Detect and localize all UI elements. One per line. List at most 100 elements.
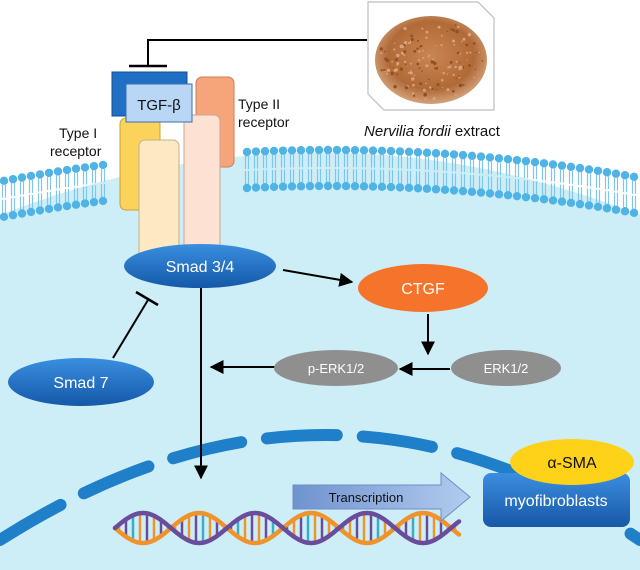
powder-speckle — [434, 66, 439, 70]
powder-speckle — [396, 64, 398, 66]
lipid-head — [584, 165, 594, 174]
transcription-label: Transcription — [329, 490, 404, 505]
powder-speckle — [421, 70, 423, 72]
lipid-head — [260, 183, 270, 192]
lipid-head — [440, 149, 450, 159]
powder-speckle — [403, 50, 407, 54]
powder-speckle — [391, 73, 393, 76]
lipid-head — [431, 185, 441, 194]
powder-speckle — [456, 51, 460, 55]
lipid-head — [539, 159, 549, 168]
powder-speckle — [454, 24, 457, 26]
lipid-bilayer-membrane — [0, 145, 639, 222]
lipid-head — [575, 163, 585, 173]
lipid-head — [494, 190, 504, 199]
powder-speckle — [452, 39, 455, 43]
powder-speckle — [425, 30, 429, 34]
lipid-head — [584, 201, 594, 210]
powder-speckle — [417, 39, 419, 42]
smad7-inhibition-line — [112, 299, 149, 359]
powder-speckle — [432, 58, 435, 61]
powder-speckle — [383, 68, 386, 72]
powder-speckle — [452, 90, 455, 93]
powder-speckle — [412, 83, 415, 87]
lipid-head — [17, 173, 27, 182]
powder-speckle — [418, 50, 420, 53]
lipid-head — [287, 182, 297, 191]
lipid-head — [80, 199, 90, 208]
powder-speckle — [400, 51, 404, 55]
lipid-head — [98, 196, 108, 206]
powder-speckle — [413, 50, 417, 53]
lipid-head — [566, 162, 576, 172]
powder-speckle — [428, 54, 431, 57]
lipid-head — [521, 156, 531, 166]
lipid-head — [548, 196, 558, 205]
powder-speckle — [467, 32, 472, 37]
powder-speckle — [468, 64, 471, 67]
erk-node — [451, 350, 561, 386]
lipid-head — [611, 169, 621, 178]
lipid-head — [359, 182, 369, 191]
powder-speckle — [435, 45, 437, 47]
asma-label: α-SMA — [547, 455, 597, 472]
powder-speckle — [454, 93, 457, 96]
powder-speckle — [430, 60, 435, 64]
powder-speckle — [422, 56, 425, 59]
type-i-receptor-label-line1: Type I — [59, 125, 97, 141]
powder-speckle — [435, 66, 437, 68]
type-ii-receptor — [183, 76, 235, 261]
powder-speckle — [413, 94, 416, 97]
smad7-inhibition-bar — [135, 290, 159, 307]
powder-speckle — [448, 65, 452, 69]
lipid-head — [575, 199, 585, 209]
powder-speckle — [404, 63, 407, 66]
powder-speckle — [407, 71, 410, 74]
powder-speckle — [466, 59, 468, 61]
lipid-head — [341, 181, 351, 191]
erk-label: ERK1/2 — [484, 361, 529, 376]
powder-speckle — [421, 27, 424, 30]
lipid-head — [269, 182, 279, 192]
lipid-head — [485, 153, 495, 162]
lipid-head — [458, 150, 468, 160]
powder-speckle — [474, 68, 477, 71]
lipid-head — [422, 184, 432, 193]
powder-speckle — [472, 42, 476, 45]
powder-speckle — [469, 51, 472, 54]
powder-speckle — [416, 47, 419, 50]
lipid-head — [629, 208, 639, 218]
extract-label: Nervilia fordii extract — [364, 123, 501, 140]
lipid-head — [422, 148, 432, 157]
lipid-head — [413, 148, 423, 157]
powder-speckle — [404, 86, 408, 90]
powder-speckle — [458, 65, 463, 70]
lipid-head — [323, 181, 333, 191]
powder-speckle — [410, 34, 414, 38]
lipid-head — [35, 170, 45, 179]
powder-speckle — [399, 44, 404, 49]
lipid-head — [467, 187, 477, 197]
lipid-head — [521, 192, 531, 202]
lipid-head — [341, 145, 351, 155]
powder-speckle — [466, 51, 469, 54]
lipid-head — [548, 160, 558, 169]
lipid-head — [602, 204, 612, 213]
powder-speckle — [446, 88, 450, 92]
lipid-head — [629, 172, 639, 182]
powder-speckle — [446, 30, 448, 32]
dna-strand — [112, 510, 462, 546]
lipid-head — [62, 165, 72, 175]
lipid-head — [611, 205, 621, 214]
powder-speckle — [429, 86, 432, 89]
lipid-head — [368, 182, 378, 191]
lipid-head — [8, 210, 18, 220]
powder-speckle — [418, 67, 421, 70]
lipid-head — [269, 146, 279, 156]
extract-inhibition-line — [147, 39, 367, 66]
lipid-head — [89, 197, 99, 207]
powder-speckle — [394, 58, 398, 62]
powder-speckle — [410, 70, 412, 72]
powder-speckle — [440, 34, 443, 37]
